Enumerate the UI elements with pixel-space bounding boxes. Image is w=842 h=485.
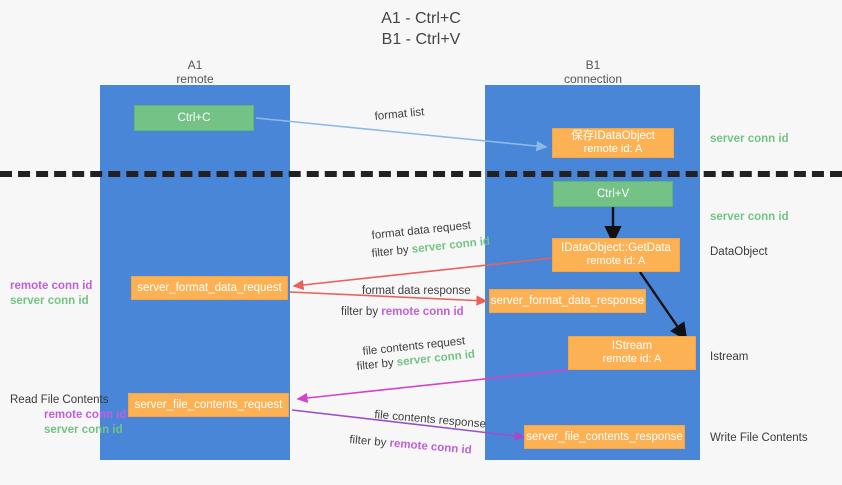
left-label-conn-ids-top: remote conn id server conn id — [10, 279, 92, 309]
column-header-a1: A1 remote — [110, 58, 280, 86]
left-server-conn-id-2: server conn id — [44, 424, 123, 436]
box-istream-line2: remote id: A — [602, 353, 662, 365]
column-b1-sub: connection — [563, 72, 623, 86]
remote-conn-id-text-1: remote conn id — [381, 306, 464, 318]
column-b1-name: B1 — [585, 58, 601, 72]
remote-conn-id-text-2: remote conn id — [388, 437, 473, 457]
box-ctrl-c-label: Ctrl+C — [177, 111, 211, 124]
filter-by-text-3: filter by — [356, 356, 398, 373]
dashed-divider — [0, 171, 842, 177]
box-server-file-contents-response[interactable]: server_file_contents_response — [524, 425, 685, 449]
box-istream[interactable]: IStream remote id: A — [568, 336, 696, 370]
box-getdata-line2: remote id: A — [586, 255, 646, 267]
label-format-data-response: format data response — [362, 285, 471, 297]
filter-by-text-1: filter by — [371, 243, 413, 260]
column-header-b1: B1 connection — [508, 58, 678, 86]
box-ctrl-c[interactable]: Ctrl+C — [134, 105, 254, 131]
right-label-write-file-contents: Write File Contents — [710, 432, 808, 444]
left-remote-conn-id-1: remote conn id — [10, 280, 93, 292]
box-getdata-line1: IDataObject::GetData — [561, 242, 671, 254]
box-istream-line1: IStream — [611, 340, 653, 352]
box-server-format-data-response-label: server_format_data_response — [490, 294, 645, 307]
box-server-file-contents-request-label: server_file_contents_request — [134, 398, 283, 411]
diagram-title: A1 - Ctrl+C B1 - Ctrl+V — [0, 8, 842, 50]
label-filter-by-remote-conn-id-2: filter by remote conn id — [349, 433, 473, 459]
box-server-file-contents-request[interactable]: server_file_contents_request — [128, 393, 289, 417]
label-file-contents-response: file contents response — [373, 408, 487, 431]
column-a1-name: A1 — [187, 58, 203, 72]
box-server-format-data-request[interactable]: server_format_data_request — [131, 276, 288, 300]
title-line-2: B1 - Ctrl+V — [381, 31, 461, 48]
box-getdata[interactable]: IDataObject::GetData remote id: A — [552, 238, 680, 272]
box-server-file-contents-response-label: server_file_contents_response — [526, 430, 683, 443]
box-save-dataobject-line2: remote id: A — [583, 143, 643, 155]
box-save-dataobject-line1: 保存IDataObject — [571, 130, 655, 142]
right-label-istream: Istream — [710, 351, 749, 363]
right-label-dataobject: DataObject — [710, 246, 768, 258]
filter-by-text-4: filter by — [348, 433, 391, 450]
title-line-1: A1 - Ctrl+C — [381, 10, 461, 27]
left-remote-conn-id-2: remote conn id — [44, 409, 127, 421]
left-label-read-file-contents-block: Read File Contents remote conn id server… — [10, 393, 126, 438]
left-read-file-contents: Read File Contents — [10, 394, 109, 406]
label-format-list: format list — [374, 106, 425, 123]
column-a1-sub: remote — [176, 72, 214, 86]
label-filter-by-remote-conn-id-1: filter by remote conn id — [341, 305, 464, 320]
box-ctrl-v[interactable]: Ctrl+V — [553, 181, 673, 207]
right-label-server-conn-id-second: server conn id — [710, 211, 789, 223]
box-ctrl-v-label: Ctrl+V — [596, 187, 630, 200]
box-save-dataobject[interactable]: 保存IDataObject remote id: A — [552, 128, 674, 158]
box-server-format-data-response[interactable]: server_format_data_response — [489, 289, 646, 313]
filter-by-text-2: filter by — [341, 306, 382, 318]
left-server-conn-id-1: server conn id — [10, 295, 89, 307]
box-server-format-data-request-label: server_format_data_request — [137, 281, 282, 294]
right-label-server-conn-id-top: server conn id — [710, 133, 789, 145]
